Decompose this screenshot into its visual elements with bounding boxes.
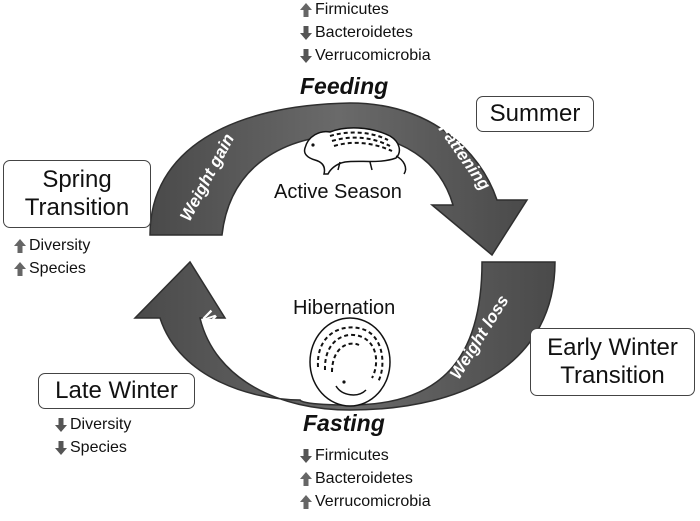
early-winter-transition-box: Early Winter Transition — [530, 328, 695, 396]
summer-box: Summer — [476, 96, 594, 132]
down-arrow-icon — [300, 48, 312, 63]
down-arrow-icon — [300, 448, 312, 463]
feeding-taxon-item: Firmicutes — [300, 0, 431, 21]
spring-change-item: Diversity — [14, 234, 90, 257]
feeding-taxon-item: Bacteroidetes — [300, 21, 431, 44]
up-arrow-icon — [300, 471, 312, 486]
late-winter-change-item-label: Species — [70, 439, 127, 456]
up-arrow-icon — [300, 494, 312, 509]
fasting-taxon-item-label: Bacteroidetes — [315, 470, 413, 487]
fasting-taxon-item-label: Firmicutes — [315, 447, 389, 464]
up-arrow-icon — [14, 238, 26, 253]
late-winter-change-item-label: Diversity — [70, 416, 132, 433]
fasting-taxon-item: Verrucomicrobia — [300, 490, 431, 513]
fasting-title: Fasting — [303, 410, 385, 436]
bottom-cycle-arrow — [133, 260, 556, 411]
fasting-taxon-item: Firmicutes — [300, 444, 431, 467]
down-arrow-icon — [55, 440, 67, 455]
fasting-taxon-item-label: Verrucomicrobia — [315, 493, 431, 510]
spring-change-item: Species — [14, 257, 90, 280]
late-winter-change-item: Species — [55, 436, 131, 459]
spring-change-item-label: Species — [29, 260, 86, 277]
late-winter-change-item: Diversity — [55, 413, 131, 436]
feeding-taxon-item-label: Bacteroidetes — [315, 24, 413, 41]
feeding-taxon-item-label: Firmicutes — [315, 1, 389, 18]
spring-transition-box: Spring Transition — [3, 160, 151, 228]
top-cycle-arrow — [149, 102, 529, 257]
ground-squirrel-hibernating-illustration — [309, 317, 391, 407]
spring-change-item-label: Diversity — [29, 237, 91, 254]
active-season-label: Active Season — [274, 181, 402, 203]
late-winter-box: Late Winter — [38, 373, 195, 409]
down-arrow-icon — [55, 417, 67, 432]
up-arrow-icon — [300, 2, 312, 17]
down-arrow-icon — [300, 25, 312, 40]
feeding-taxon-item-label: Verrucomicrobia — [315, 47, 431, 64]
hibernation-label: Hibernation — [293, 297, 396, 319]
fasting-taxon-item: Bacteroidetes — [300, 467, 431, 490]
up-arrow-icon — [14, 261, 26, 276]
feeding-taxon-item: Verrucomicrobia — [300, 44, 431, 67]
feeding-title: Feeding — [300, 73, 389, 99]
ground-squirrel-active-illustration — [303, 127, 407, 175]
